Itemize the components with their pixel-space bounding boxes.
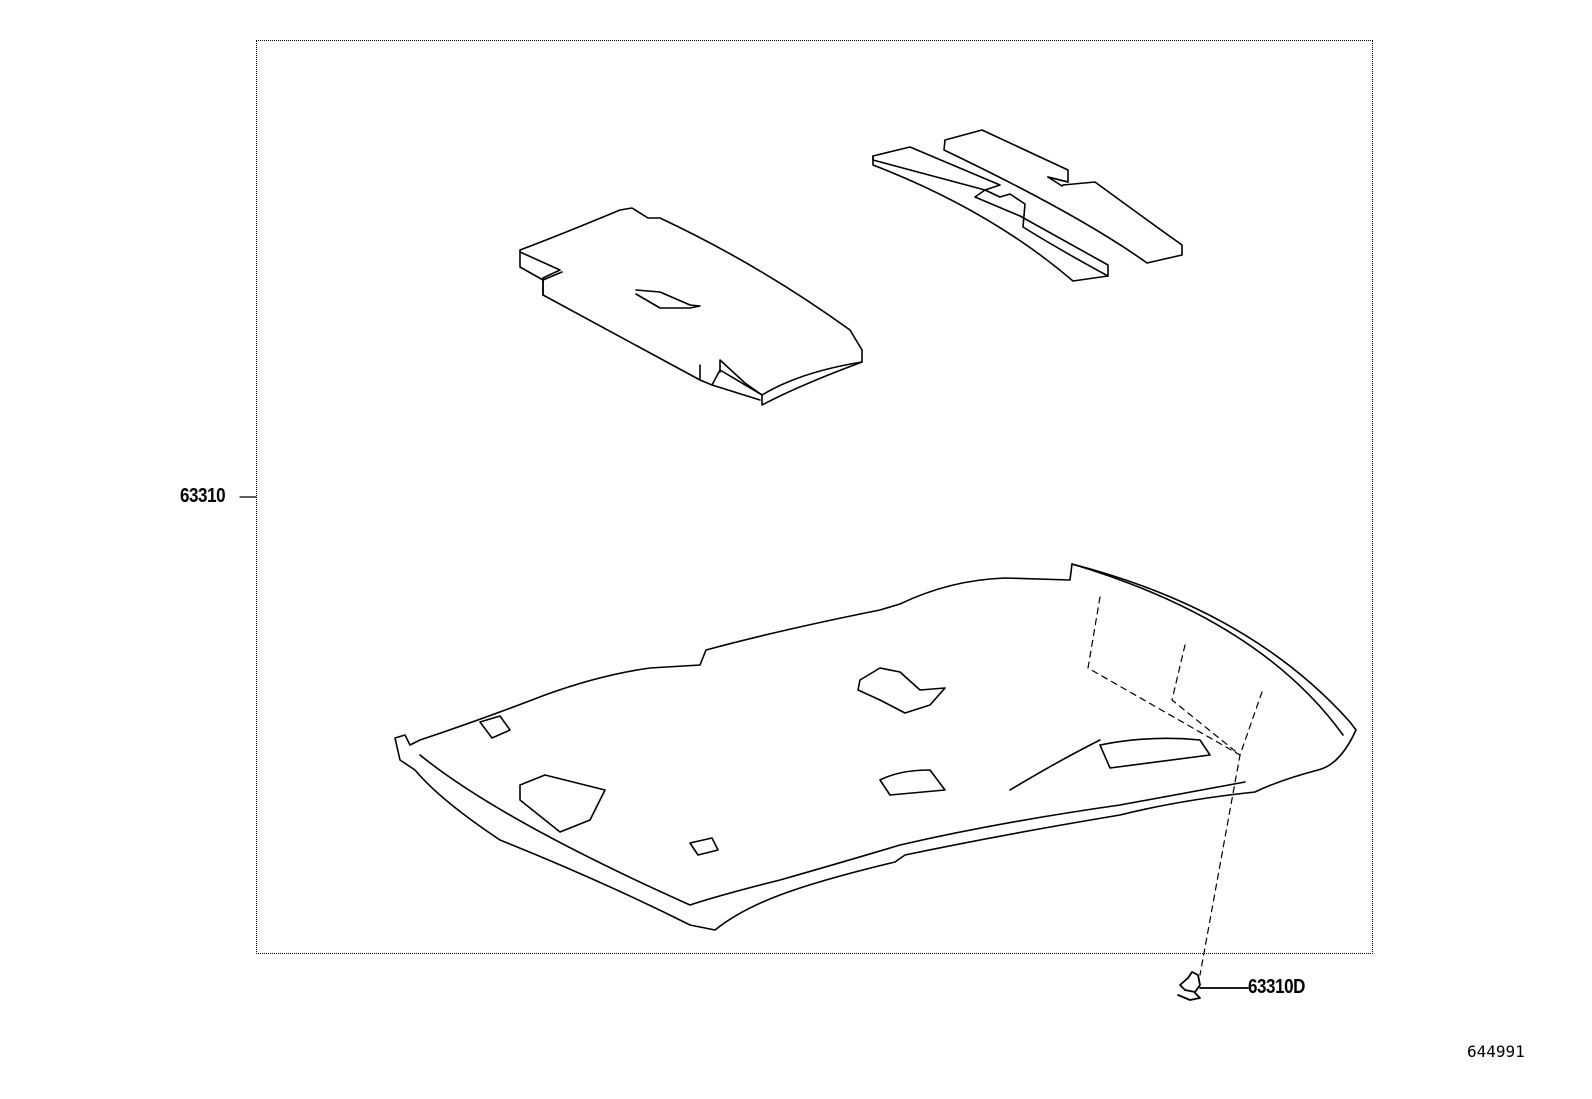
figure-number: 644991 bbox=[1467, 1042, 1525, 1061]
headliner-panel bbox=[394, 563, 1357, 931]
clip-guide-lines bbox=[1087, 596, 1263, 976]
callout-63310D[interactable]: 63310D bbox=[1248, 976, 1306, 998]
clip-icon bbox=[1177, 971, 1201, 1001]
callout-63310[interactable]: 63310 bbox=[180, 485, 226, 507]
silencer-pad-strips bbox=[872, 129, 1183, 282]
silencer-pad-large bbox=[519, 207, 863, 406]
